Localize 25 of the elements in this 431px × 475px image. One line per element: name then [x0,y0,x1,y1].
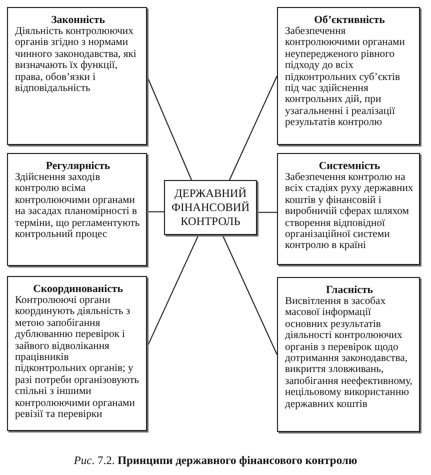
principle-box [7,276,147,431]
connector-line [229,76,278,180]
principle-title: Системність [318,160,380,172]
principle-description: Висвітлення в засобах масової інформації основних результатів діяльності контролюючих органів з перевірок щодо дотримання законодавства, викриття зловживань, запобігання неефективному, нецільовому використанню державних коштів [285,296,414,410]
principle-box [277,277,420,432]
principle-box [7,153,147,266]
principle-title: Гласність [326,284,373,296]
principle-box [277,7,420,145]
concept-box [164,180,257,235]
principle-box [7,7,147,145]
principle-box [277,153,420,265]
principle-description: Діяльність контролюючих органів згідно з нормами чинного законодавства, які визначають їх функції, права, обов’язки і відповідальність [15,26,138,94]
figure-caption: Рис. 7.2. Принципи державного фінансового контролю [74,455,358,467]
principle-title: Регулярність [46,160,110,172]
principle-description: Забезпечення контролю на всіх стадіях руху державних коштів у фінансовій і виробничій сферах шляхом створення відповідної організаційної системи контролю в країні [285,172,414,252]
principle-description: Здійснення заходів контролю всіма контролюючими органами на засадах планомірності в терміни, що регламентують контрольний процес [15,172,141,240]
principle-title: Об’єктивність [314,14,385,26]
concept-title: ДЕРЖАВНИЙ ФІНАНСОВИЙ КОНТРОЛЬ [170,186,251,228]
principle-title: Законність [51,14,105,26]
connector-line [256,212,278,213]
principle-description: Забезпечення контролюючими органами неупередженого рівного підходу до всіх підконтрольних суб’єктів під час здійснення контрольних дій, при узагальненні і реалізації результатів контролю [285,26,406,129]
connector-line [146,211,164,212]
connector-line [222,234,278,355]
principle-description: Контролюючі органи координують діяльність з метою запобігання дублюванню перевірок і зайвого відволікання працівників підконтрольних органів; у разі потреби організовують спільні з іншими контролюючими органами ревізії та перевірки [15,295,140,420]
principle-title: Скоординованість [33,283,123,295]
